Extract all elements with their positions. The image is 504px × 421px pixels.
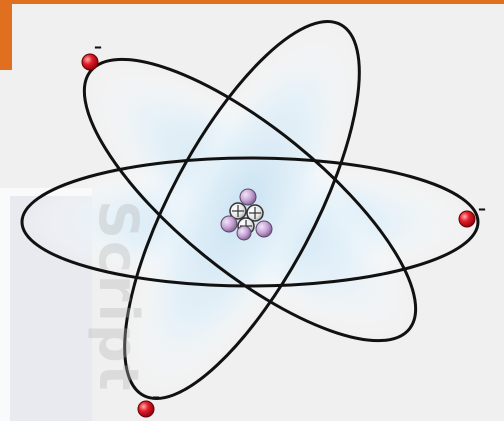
watermark-text: Script [87, 200, 150, 393]
electron-charge-label: – [94, 37, 102, 56]
electron-charge-label: – [478, 199, 486, 218]
frame-border [0, 0, 504, 70]
proton [237, 226, 251, 240]
electron-charge-label: – [152, 387, 160, 406]
proton [256, 221, 272, 237]
proton [221, 216, 237, 232]
proton [240, 189, 256, 205]
